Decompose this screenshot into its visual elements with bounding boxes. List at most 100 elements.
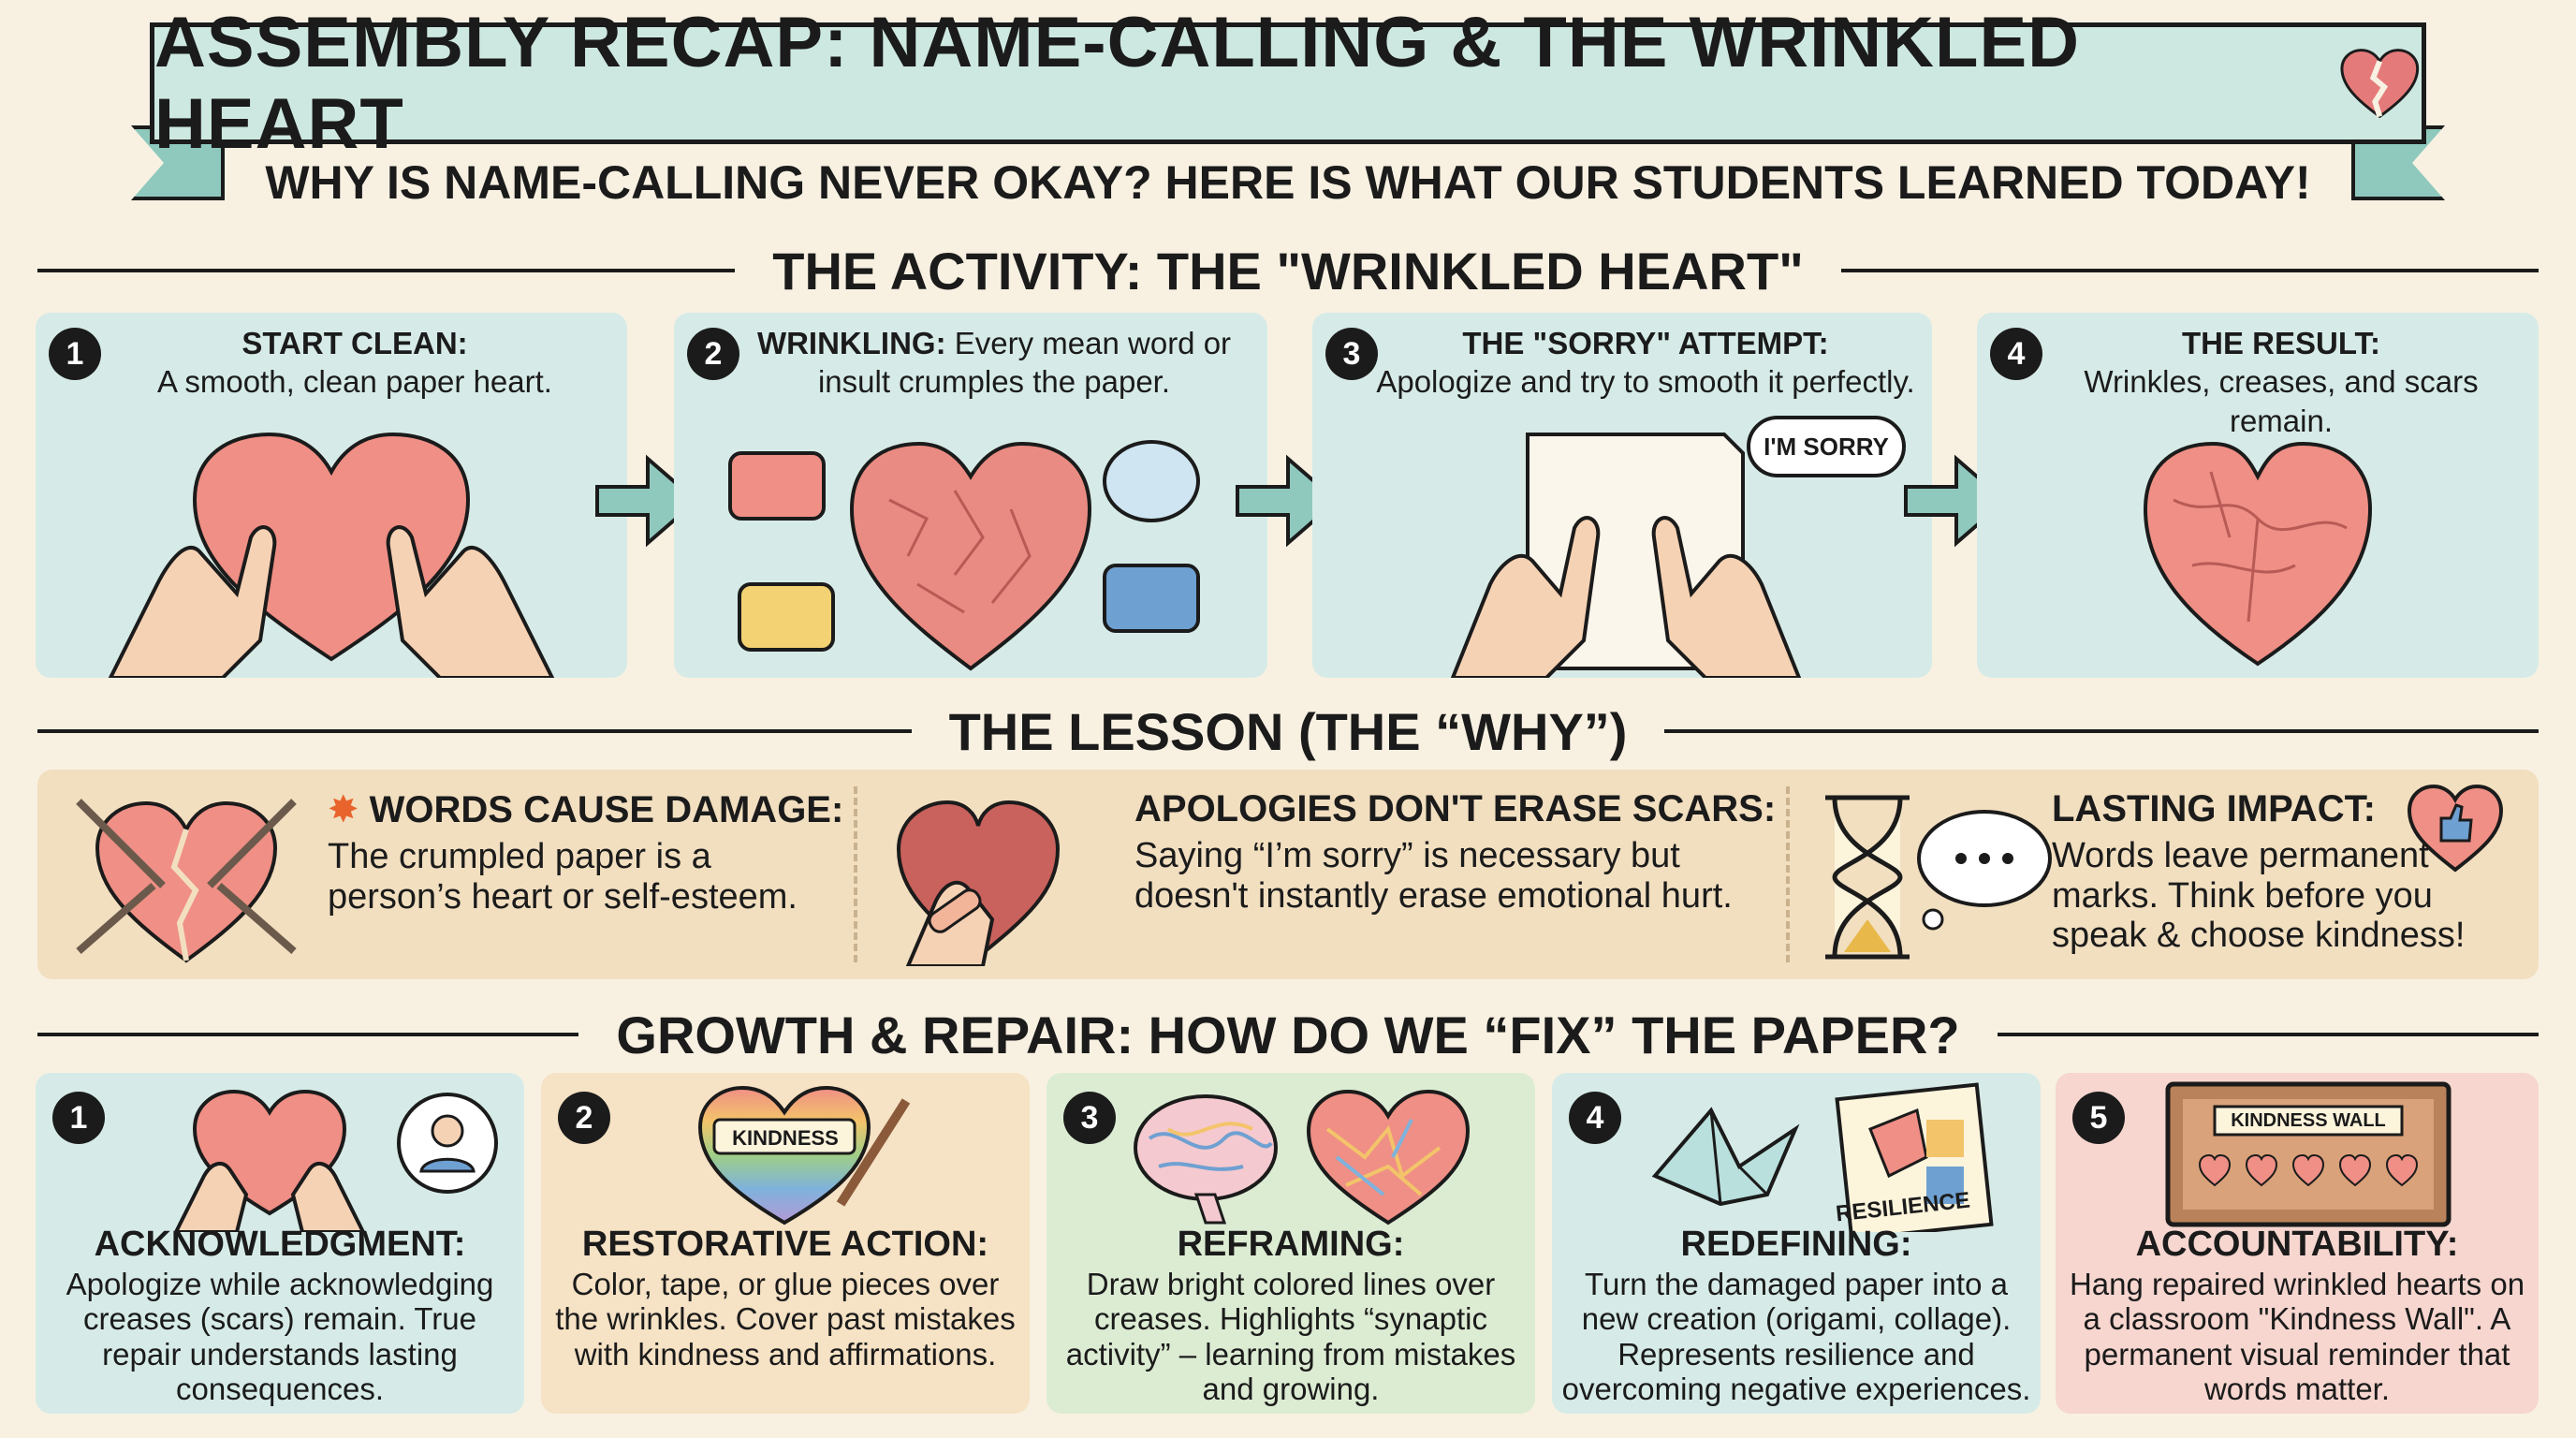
growth-card-reframing: 3 REFRAMING: Draw bright colored lines o…: [1046, 1073, 1535, 1414]
lesson-body: Words leave permanent marks. Think befor…: [2052, 836, 2466, 956]
lesson-body: Saying “I’m sorry” is necessary but does…: [1134, 836, 1733, 916]
sorry-bubble-text: I'M SORRY: [1764, 432, 1889, 461]
growth-card-redefining: 4 RESILIENCE REDEFINING: Turn the damage…: [1552, 1073, 2041, 1414]
step-description: Every mean word or insult crumples the p…: [817, 326, 1232, 400]
heading-rule-left: [37, 269, 736, 272]
step-number: 4: [1990, 328, 2042, 380]
page-title: ASSEMBLY RECAP: NAME-CALLING & THE WRINK…: [154, 3, 2081, 164]
megaphone-speech-bubble: [738, 582, 835, 652]
lesson-title: ✸ WORDS CAUSE DAMAGE:: [328, 788, 852, 831]
kindness-wall-label-text: KINDNESS WALL: [2231, 1109, 2386, 1131]
page-subtitle: WHY IS NAME-CALLING NEVER OKAY? HERE IS …: [265, 156, 2311, 209]
step-number: 5: [2072, 1092, 2125, 1144]
growth-body: Turn the damaged paper into a new creati…: [1561, 1267, 2031, 1406]
bandaged-heart-icon: [896, 800, 1061, 966]
activity-card-result: 4 THE RESULT: Wrinkles, creases, and sca…: [1977, 313, 2539, 678]
heading-rule-right: [1840, 269, 2539, 272]
scarred-heart-icon: [2143, 441, 2373, 667]
growth-body: Draw bright colored lines over creases. …: [1065, 1267, 1516, 1406]
origami-crane-collage-icon: [1651, 1082, 1994, 1232]
step-title: START CLEAN:: [242, 326, 468, 360]
heading-rule-left: [37, 1033, 579, 1036]
lesson-title: LASTING IMPACT:: [2052, 788, 2376, 829]
step-title: WRINKLING:: [756, 326, 946, 360]
activity-card-sorry-attempt: 3 THE "SORRY" ATTEMPT: Apologize and try…: [1312, 313, 1932, 678]
crumpled-heart-icon: [728, 440, 1200, 671]
step-description: Wrinkles, creases, and scars remain.: [2084, 364, 2479, 438]
step-number: 3: [1063, 1092, 1116, 1144]
kindness-wall-board-icon: [2165, 1081, 2452, 1227]
step-number: 1: [49, 328, 101, 380]
growth-body: Color, tape, or glue pieces over the wri…: [555, 1267, 1016, 1372]
step-number: 2: [558, 1092, 610, 1144]
step-number: 4: [1569, 1092, 1621, 1144]
lesson-apologies-dont-erase: APOLOGIES DON'T ERASE SCARS: Saying “I’m…: [1134, 788, 1777, 966]
step-description: Apologize and try to smooth it perfectly…: [1376, 364, 1915, 400]
growth-text: REFRAMING: Draw bright colored lines ove…: [1054, 1225, 1528, 1406]
heading-rule-left: [37, 729, 912, 733]
lesson-words-cause-damage: ✸ WORDS CAUSE DAMAGE: The crumpled paper…: [328, 788, 852, 966]
explosion-icon: ✸: [328, 789, 370, 830]
banner-body: ASSEMBLY RECAP: NAME-CALLING & THE WRINK…: [150, 3, 2426, 164]
step-text: START CLEAN: A smooth, clean paper heart…: [92, 324, 618, 402]
growth-heading-text: GROWTH & REPAIR: HOW DO WE “FIX” THE PAP…: [616, 1005, 1960, 1064]
lesson-body: The crumpled paper is a person’s heart o…: [328, 837, 798, 917]
hourglass-thought-icon: [1825, 795, 2052, 960]
step-number: 2: [687, 328, 739, 380]
kindness-label-text: KINDNESS: [732, 1126, 839, 1150]
lesson-heading-text: THE LESSON (THE “WHY”): [948, 701, 1628, 761]
dots-speech-bubble: [1103, 440, 1200, 522]
step-number: 1: [52, 1092, 105, 1144]
brain-and-heart-icon: [1134, 1089, 1471, 1225]
activity-card-start-clean: 1 START CLEAN: A smooth, clean paper hea…: [36, 313, 627, 678]
growth-body: Apologize while acknowledging creases (s…: [66, 1267, 494, 1406]
lesson-divider: [1786, 786, 1790, 962]
title-banner: ASSEMBLY RECAP: NAME-CALLING & THE WRINK…: [131, 3, 2445, 200]
hands-holding-heart-icon: [108, 432, 555, 678]
lesson-title-text: WORDS CAUSE DAMAGE:: [369, 789, 844, 830]
heading-rule-right: [1997, 1033, 2539, 1036]
step-title: THE "SORRY" ATTEMPT:: [1462, 326, 1829, 360]
arrow-right-icon: [595, 454, 700, 548]
activity-heading-text: THE ACTIVITY: THE "WRINKLED HEART": [772, 241, 1804, 301]
lesson-lasting-impact: LASTING IMPACT: Words leave permanent ma…: [2052, 788, 2492, 966]
growth-title: REFRAMING:: [1177, 1225, 1405, 1264]
lesson-title: APOLOGIES DON'T ERASE SCARS:: [1134, 788, 1777, 829]
lesson-divider: [854, 786, 857, 962]
growth-heading: GROWTH & REPAIR: HOW DO WE “FIX” THE PAP…: [37, 1002, 2539, 1067]
broken-heart-icon: [2340, 49, 2420, 119]
growth-text: ACKNOWLEDGMENT: Apologize while acknowle…: [43, 1225, 517, 1406]
sorry-speech-bubble: I'M SORRY: [1747, 416, 1906, 477]
heading-rule-right: [1664, 729, 2539, 733]
growth-card-accountability: 5 KINDNESS WALL ACCOUNTABILITY: Hang rep…: [2056, 1073, 2539, 1414]
activity-card-wrinkling: 2 WRINKLING: Every mean word or insult c…: [674, 313, 1267, 678]
rainbow-heart-paintbrush-icon: [697, 1085, 911, 1225]
growth-body: Hang repaired wrinkled hearts on a class…: [2069, 1267, 2525, 1406]
growth-text: RESTORATIVE ACTION: Color, tape, or glue…: [549, 1225, 1022, 1372]
lesson-heading: THE LESSON (THE “WHY”): [37, 698, 2539, 764]
angry-speech-bubble: [728, 451, 826, 521]
heart-with-daggers-icon: [76, 799, 297, 963]
activity-heading: THE ACTIVITY: THE "WRINKLED HEART": [37, 238, 2539, 303]
step-text: THE "SORRY" ATTEMPT: Apologize and try t…: [1368, 324, 1923, 402]
growth-title: RESTORATIVE ACTION:: [581, 1225, 989, 1264]
growth-text: REDEFINING: Turn the damaged paper into …: [1559, 1225, 2033, 1406]
growth-text: ACCOUNTABILITY: Hang repaired wrinkled h…: [2063, 1225, 2531, 1406]
chat-speech-bubble: [1103, 564, 1200, 633]
lesson-panel: ✸ WORDS CAUSE DAMAGE: The crumpled paper…: [37, 770, 2539, 979]
step-text: WRINKLING: Every mean word or insult cru…: [730, 324, 1258, 402]
kindness-wall-label: KINDNESS WALL: [2215, 1107, 2402, 1135]
hands-heart-person-icon: [173, 1089, 498, 1232]
step-title: THE RESULT:: [2181, 326, 2381, 360]
growth-title: REDEFINING:: [1680, 1225, 1912, 1264]
growth-card-acknowledgment: 1 ACKNOWLEDGMENT: Apologize while acknow…: [36, 1073, 524, 1414]
step-text: THE RESULT: Wrinkles, creases, and scars…: [2033, 324, 2529, 440]
step-description: A smooth, clean paper heart.: [157, 364, 552, 400]
growth-title: ACKNOWLEDGMENT:: [94, 1225, 466, 1264]
heart-thumbs-up-icon: [2407, 784, 2504, 873]
kindness-label: KINDNESS: [715, 1122, 856, 1155]
step-number: 3: [1325, 328, 1378, 380]
smoothing-paper-icon: [1450, 433, 1802, 678]
growth-card-restorative-action: 2 KINDNESS RESTORATIVE ACTION: Color, ta…: [541, 1073, 1030, 1414]
growth-title: ACCOUNTABILITY:: [2135, 1225, 2459, 1264]
